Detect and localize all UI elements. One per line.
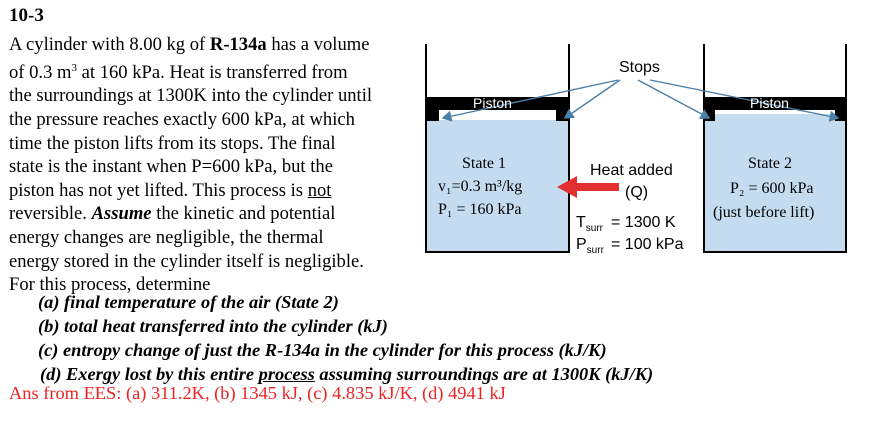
right-piston xyxy=(704,97,846,110)
state2-title: State 2 xyxy=(748,155,792,172)
state1-pressure: P₁ = 160 kPa xyxy=(438,201,522,218)
underlined-not: not xyxy=(307,179,332,201)
right-stop-right xyxy=(835,110,846,121)
right-cylinder xyxy=(703,44,847,253)
state1-title: State 1 xyxy=(462,155,506,172)
statement-line-5: time the piston lifts from its stops. Th… xyxy=(9,132,336,154)
right-piston-label: Piston xyxy=(750,95,789,111)
left-fluid xyxy=(426,120,569,252)
statement-line-3: the surroundings at 1300K into the cylin… xyxy=(9,85,373,107)
left-stop-left xyxy=(426,110,439,121)
heat-arrow xyxy=(557,176,619,198)
statement-line-10: energy stored in the cylinder itself is … xyxy=(9,250,364,272)
statement-line-9: energy changes are negligible, the therm… xyxy=(9,226,324,248)
problem-number: 10-3 xyxy=(9,5,44,26)
statement-line-7: piston has not yet lifted. This process … xyxy=(9,179,332,201)
state2-note: (just before lift) xyxy=(713,204,814,221)
part-d: (d) Exergy lost by this entire process a… xyxy=(40,364,654,384)
statement-line-1: A cylinder with 8.00 kg of R-134a has a … xyxy=(9,34,370,55)
part-a: (a) final temperature of the air (State … xyxy=(38,292,339,312)
surr-temperature: = 1300 K xyxy=(611,214,676,231)
statement-line-4: the pressure reaches exactly 600 kPa, at… xyxy=(9,108,355,130)
statement-line-11: For this process, determine xyxy=(9,274,211,296)
left-piston-label: Piston xyxy=(473,95,512,111)
statement-line-2: of 0.3 m3 at 160 kPa. Heat is transferre… xyxy=(9,61,348,83)
stops-leaders xyxy=(441,79,840,122)
answer-line: Ans from EES: (a) 311.2K, (b) 1345 kJ, (… xyxy=(9,383,506,403)
left-cylinder xyxy=(425,44,570,253)
problem-statement: A cylinder with 8.00 kg of R-134a has a … xyxy=(9,33,372,297)
heat-symbol: (Q) xyxy=(625,184,648,201)
state1-volume: v₁=0.3 m³/kg xyxy=(438,178,522,195)
refrigerant-name: R-134a xyxy=(209,34,267,55)
left-piston xyxy=(426,97,569,110)
svg-text:Tsurr: Tsurr xyxy=(576,214,604,234)
svg-text:Psurr: Psurr xyxy=(576,236,605,256)
surroundings-conditions: Tsurr = 1300 K Psurr = 100 kPa xyxy=(576,214,684,256)
left-stop-right xyxy=(556,110,569,121)
part-b: (b) total heat transferred into the cyli… xyxy=(38,316,388,336)
question-parts: (a) final temperature of the air (State … xyxy=(38,290,653,386)
part-c: (c) entropy change of just the R-134a in… xyxy=(38,340,607,360)
right-fluid xyxy=(704,114,846,252)
state2-pressure: P₂ = 600 kPa xyxy=(730,180,814,197)
assume-emphasis: Assume xyxy=(91,203,152,225)
heat-added-label: Heat added xyxy=(590,162,673,179)
statement-line-8: reversible. Assume the kinetic and poten… xyxy=(9,203,336,225)
surr-pressure: = 100 kPa xyxy=(611,236,684,253)
stops-label: Stops xyxy=(619,59,660,76)
statement-line-6: state is the instant when P=600 kPa, but… xyxy=(9,156,333,178)
